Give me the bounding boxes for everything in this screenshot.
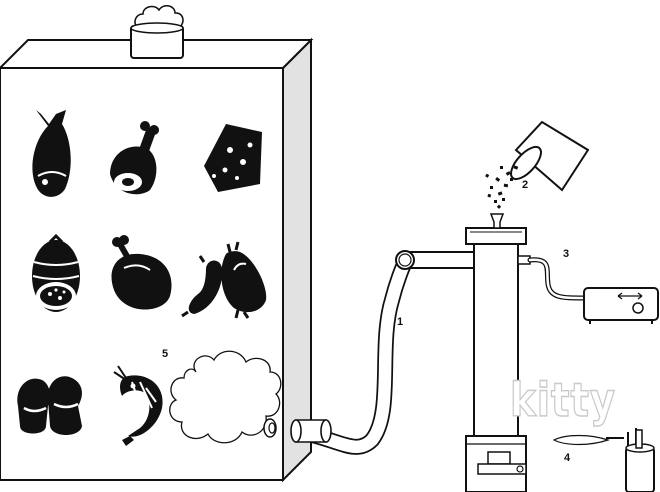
chimney-vent xyxy=(130,5,184,59)
smoke-hose xyxy=(292,252,414,455)
sausages-icon xyxy=(181,241,267,319)
pellet-funnel xyxy=(489,213,505,229)
smoke-cloud xyxy=(169,350,282,444)
ham-leg-icon xyxy=(110,121,159,195)
watermark: kitty xyxy=(510,373,616,427)
mushrooms-icon xyxy=(17,376,82,435)
cabinet-inlet-fitting xyxy=(263,418,277,438)
label-hose: 1 xyxy=(397,316,403,328)
sausage-roll-icon xyxy=(32,233,80,312)
shrimp-icon xyxy=(113,365,163,446)
ignition-door xyxy=(477,451,527,475)
flame-jet xyxy=(552,434,610,446)
label-pellets: 2 xyxy=(522,179,528,191)
air-pump xyxy=(583,287,659,324)
fish-icon xyxy=(32,110,71,197)
air-line xyxy=(517,255,587,301)
poultry-icon xyxy=(111,235,172,310)
label-air-line: 3 xyxy=(563,248,569,260)
label-smoke: 5 xyxy=(162,348,168,360)
cabinet-side-panel xyxy=(282,37,312,483)
cheese-wedge-icon xyxy=(204,124,262,192)
outlet-pipe xyxy=(395,250,475,270)
smoke-generator-column xyxy=(465,227,527,492)
falling-pellets xyxy=(485,165,519,209)
pellet-cup xyxy=(510,120,590,192)
hose-coupling xyxy=(290,419,332,443)
gas-burner xyxy=(606,428,655,492)
label-flame: 4 xyxy=(564,452,571,464)
